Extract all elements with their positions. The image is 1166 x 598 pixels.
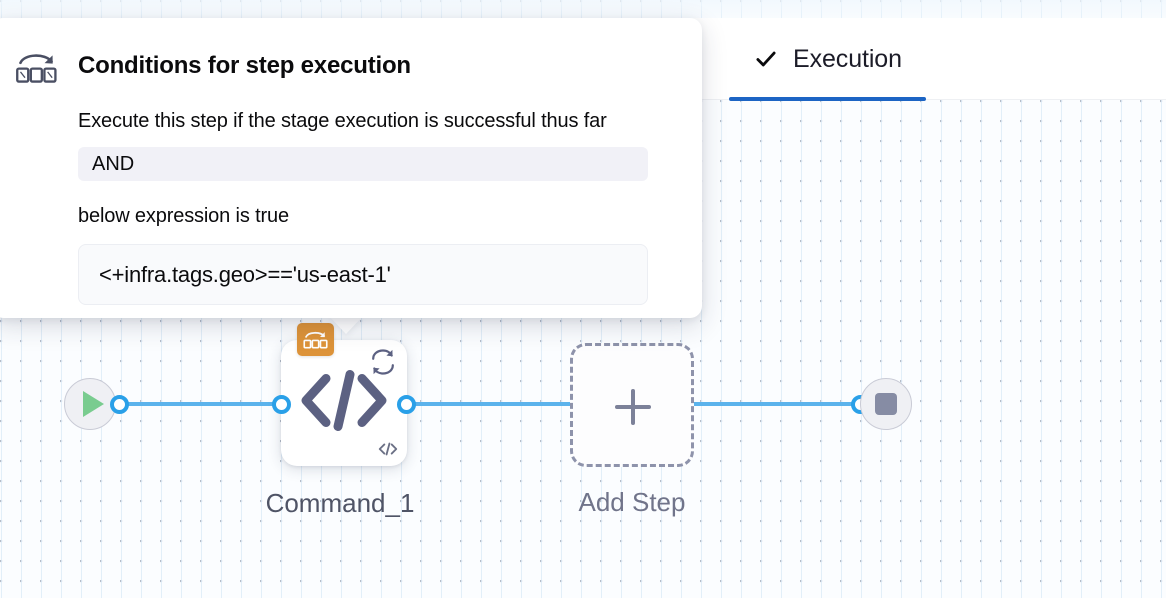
stop-icon — [875, 393, 897, 415]
add-step-button[interactable] — [570, 343, 694, 467]
popover-body: Execute this step if the stage execution… — [14, 110, 672, 305]
conditional-execution-icon — [14, 48, 58, 88]
conditional-execution-icon[interactable] — [297, 323, 334, 356]
step-input-port[interactable] — [272, 395, 291, 414]
tab-execution[interactable]: Execution — [719, 18, 936, 101]
edge-step-to-addstep — [400, 402, 580, 406]
code-icon-small — [377, 440, 399, 462]
step-output-port[interactable] — [397, 395, 416, 414]
plus-icon-vertical — [631, 388, 635, 425]
start-output-port[interactable] — [110, 395, 129, 414]
edge-addstep-to-end — [688, 402, 868, 406]
play-icon — [82, 391, 104, 417]
retry-loop-icon — [366, 346, 400, 383]
popover-title: Conditions for step execution — [78, 52, 411, 79]
pipeline-end-node[interactable] — [860, 378, 912, 430]
check-icon — [753, 46, 779, 72]
popover-description-line-2: below expression is true — [78, 205, 289, 227]
pipeline-start-node[interactable] — [64, 378, 116, 430]
step-node-command-1[interactable] — [281, 323, 407, 466]
popover-description-line-1: Execute this step if the stage execution… — [78, 110, 607, 132]
condition-operator-field[interactable]: AND — [78, 147, 648, 181]
expression-value: <+infra.tags.geo>=='us-east-1' — [99, 261, 391, 287]
conditional-execution-popover: Conditions for step execution Execute th… — [0, 18, 702, 318]
condition-operator-value: AND — [92, 152, 135, 175]
popover-header: Conditions for step execution — [14, 42, 672, 88]
popover-tail — [329, 316, 363, 334]
code-icon — [281, 365, 407, 442]
tab-execution-label: Execution — [793, 44, 902, 73]
step-node-label: Command_1 — [265, 488, 415, 518]
edge-start-to-step — [118, 402, 293, 406]
add-step-label: Add Step — [578, 487, 686, 517]
expression-input[interactable]: <+infra.tags.geo>=='us-east-1' — [78, 244, 648, 305]
